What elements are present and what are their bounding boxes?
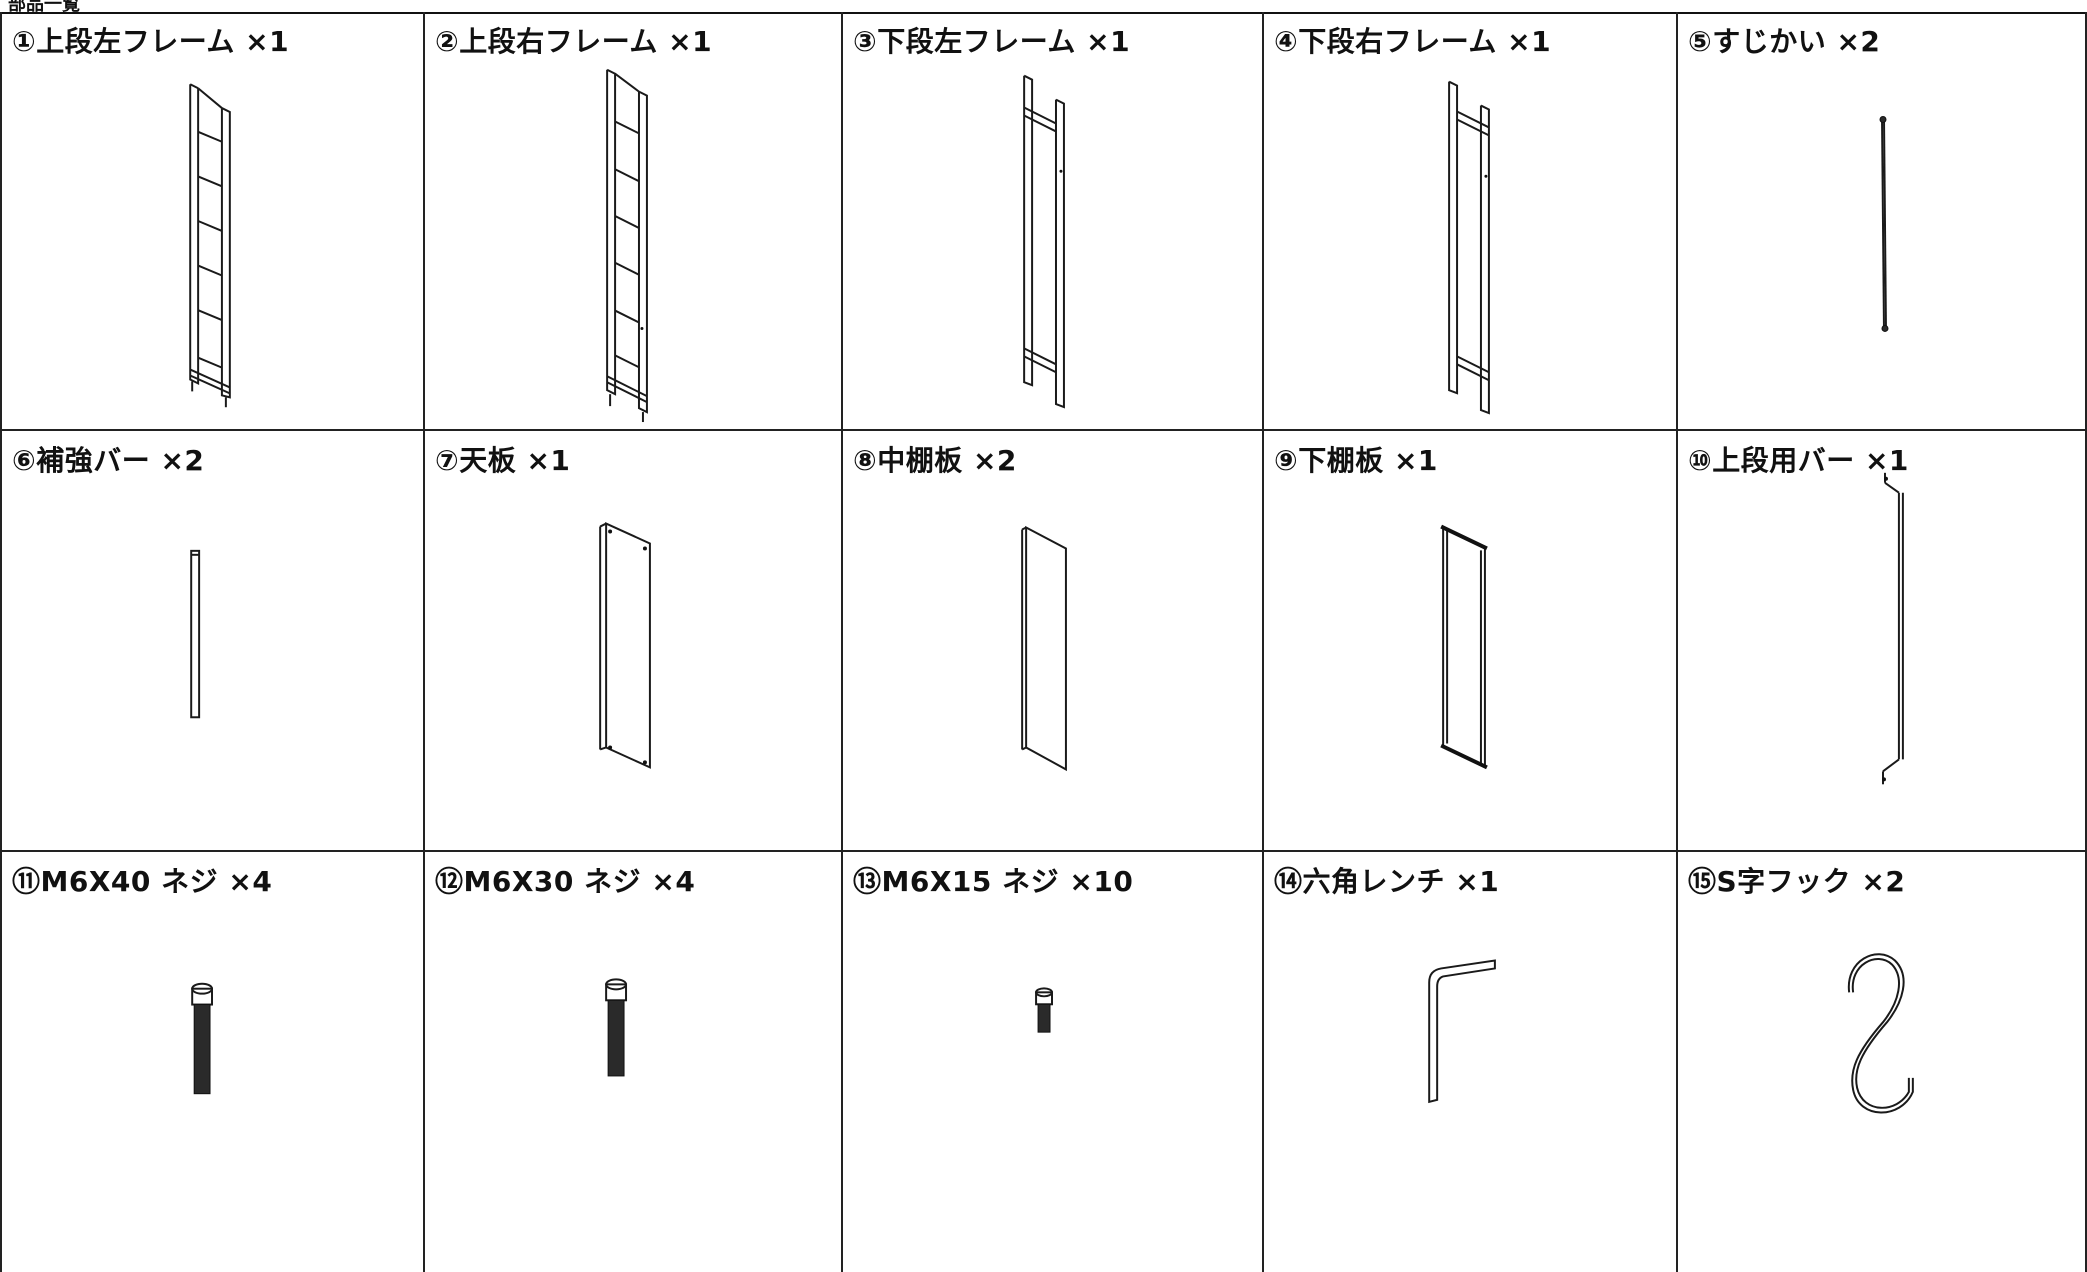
- bottom-shelf-drawing: [1440, 524, 1488, 770]
- parts-list-title: 部品一覧: [8, 0, 80, 15]
- part-cell-15: ⑮S字フック ×2: [1678, 852, 2087, 1272]
- lower-left-frame-drawing: [1023, 74, 1065, 409]
- part-cell-14: ⑭六角レンチ ×1: [1264, 852, 1678, 1272]
- part-cell-12: ⑫M6X30 ネジ ×4: [425, 852, 843, 1272]
- part-cell-4: ④下段右フレーム ×1: [1264, 12, 1678, 431]
- upper-left-frame-drawing: [189, 83, 231, 408]
- upper-bar-drawing: [1881, 472, 1904, 785]
- parts-list-header: 部品一覧: [0, 0, 2087, 15]
- part-label: ①上段左フレーム ×1: [12, 25, 290, 58]
- parts-grid: ①上段左フレーム ×1 ②上段右フレーム ×1: [0, 12, 2087, 1272]
- upper-right-frame-drawing: [606, 68, 648, 423]
- screw-m6x30-icon: [605, 978, 628, 1077]
- part-label: ③下段左フレーム ×1: [853, 25, 1131, 58]
- part-cell-2: ②上段右フレーム ×1: [425, 12, 843, 431]
- part-label: ⑤すじかい ×2: [1688, 25, 1881, 58]
- part-cell-8: ⑧中棚板 ×2: [843, 431, 1264, 852]
- part-label: ②上段右フレーム ×1: [435, 25, 713, 58]
- part-cell-6: ⑥補強バー ×2: [0, 431, 425, 852]
- part-cell-11: ⑪M6X40 ネジ ×4: [0, 852, 425, 1272]
- part-label: ⑮S字フック ×2: [1688, 865, 1906, 898]
- s-hook-icon: [1847, 953, 1914, 1114]
- part-cell-5: ⑤すじかい ×2: [1678, 12, 2087, 431]
- part-cell-1: ①上段左フレーム ×1: [0, 12, 425, 431]
- screw-m6x40-icon: [191, 982, 213, 1095]
- part-label: ⑬M6X15 ネジ ×10: [853, 865, 1134, 898]
- top-board-drawing: [599, 522, 651, 769]
- part-cell-13: ⑬M6X15 ネジ ×10: [843, 852, 1264, 1272]
- part-label: ⑦天板 ×1: [435, 444, 571, 477]
- middle-shelf-drawing: [1021, 525, 1067, 772]
- hex-wrench-icon: [1428, 959, 1496, 1104]
- part-cell-7: ⑦天板 ×1: [425, 431, 843, 852]
- part-label: ④下段右フレーム ×1: [1274, 25, 1552, 58]
- part-label: ⑭六角レンチ ×1: [1274, 865, 1500, 898]
- part-label: ⑧中棚板 ×2: [853, 444, 1017, 477]
- part-label: ⑫M6X30 ネジ ×4: [435, 865, 696, 898]
- part-label: ⑨下棚板 ×1: [1274, 444, 1438, 477]
- part-cell-10: ⑩上段用バー ×1: [1678, 431, 2087, 852]
- part-cell-9: ⑨下棚板 ×1: [1264, 431, 1678, 852]
- screw-m6x15-icon: [1035, 987, 1053, 1033]
- part-label: ⑩上段用バー ×1: [1688, 444, 1909, 477]
- reinforcement-bar-drawing: [190, 549, 201, 719]
- part-label: ⑥補強バー ×2: [12, 444, 205, 477]
- brace-drawing: [1879, 116, 1889, 332]
- part-cell-3: ③下段左フレーム ×1: [843, 12, 1264, 431]
- part-label: ⑪M6X40 ネジ ×4: [12, 865, 273, 898]
- lower-right-frame-drawing: [1448, 80, 1490, 415]
